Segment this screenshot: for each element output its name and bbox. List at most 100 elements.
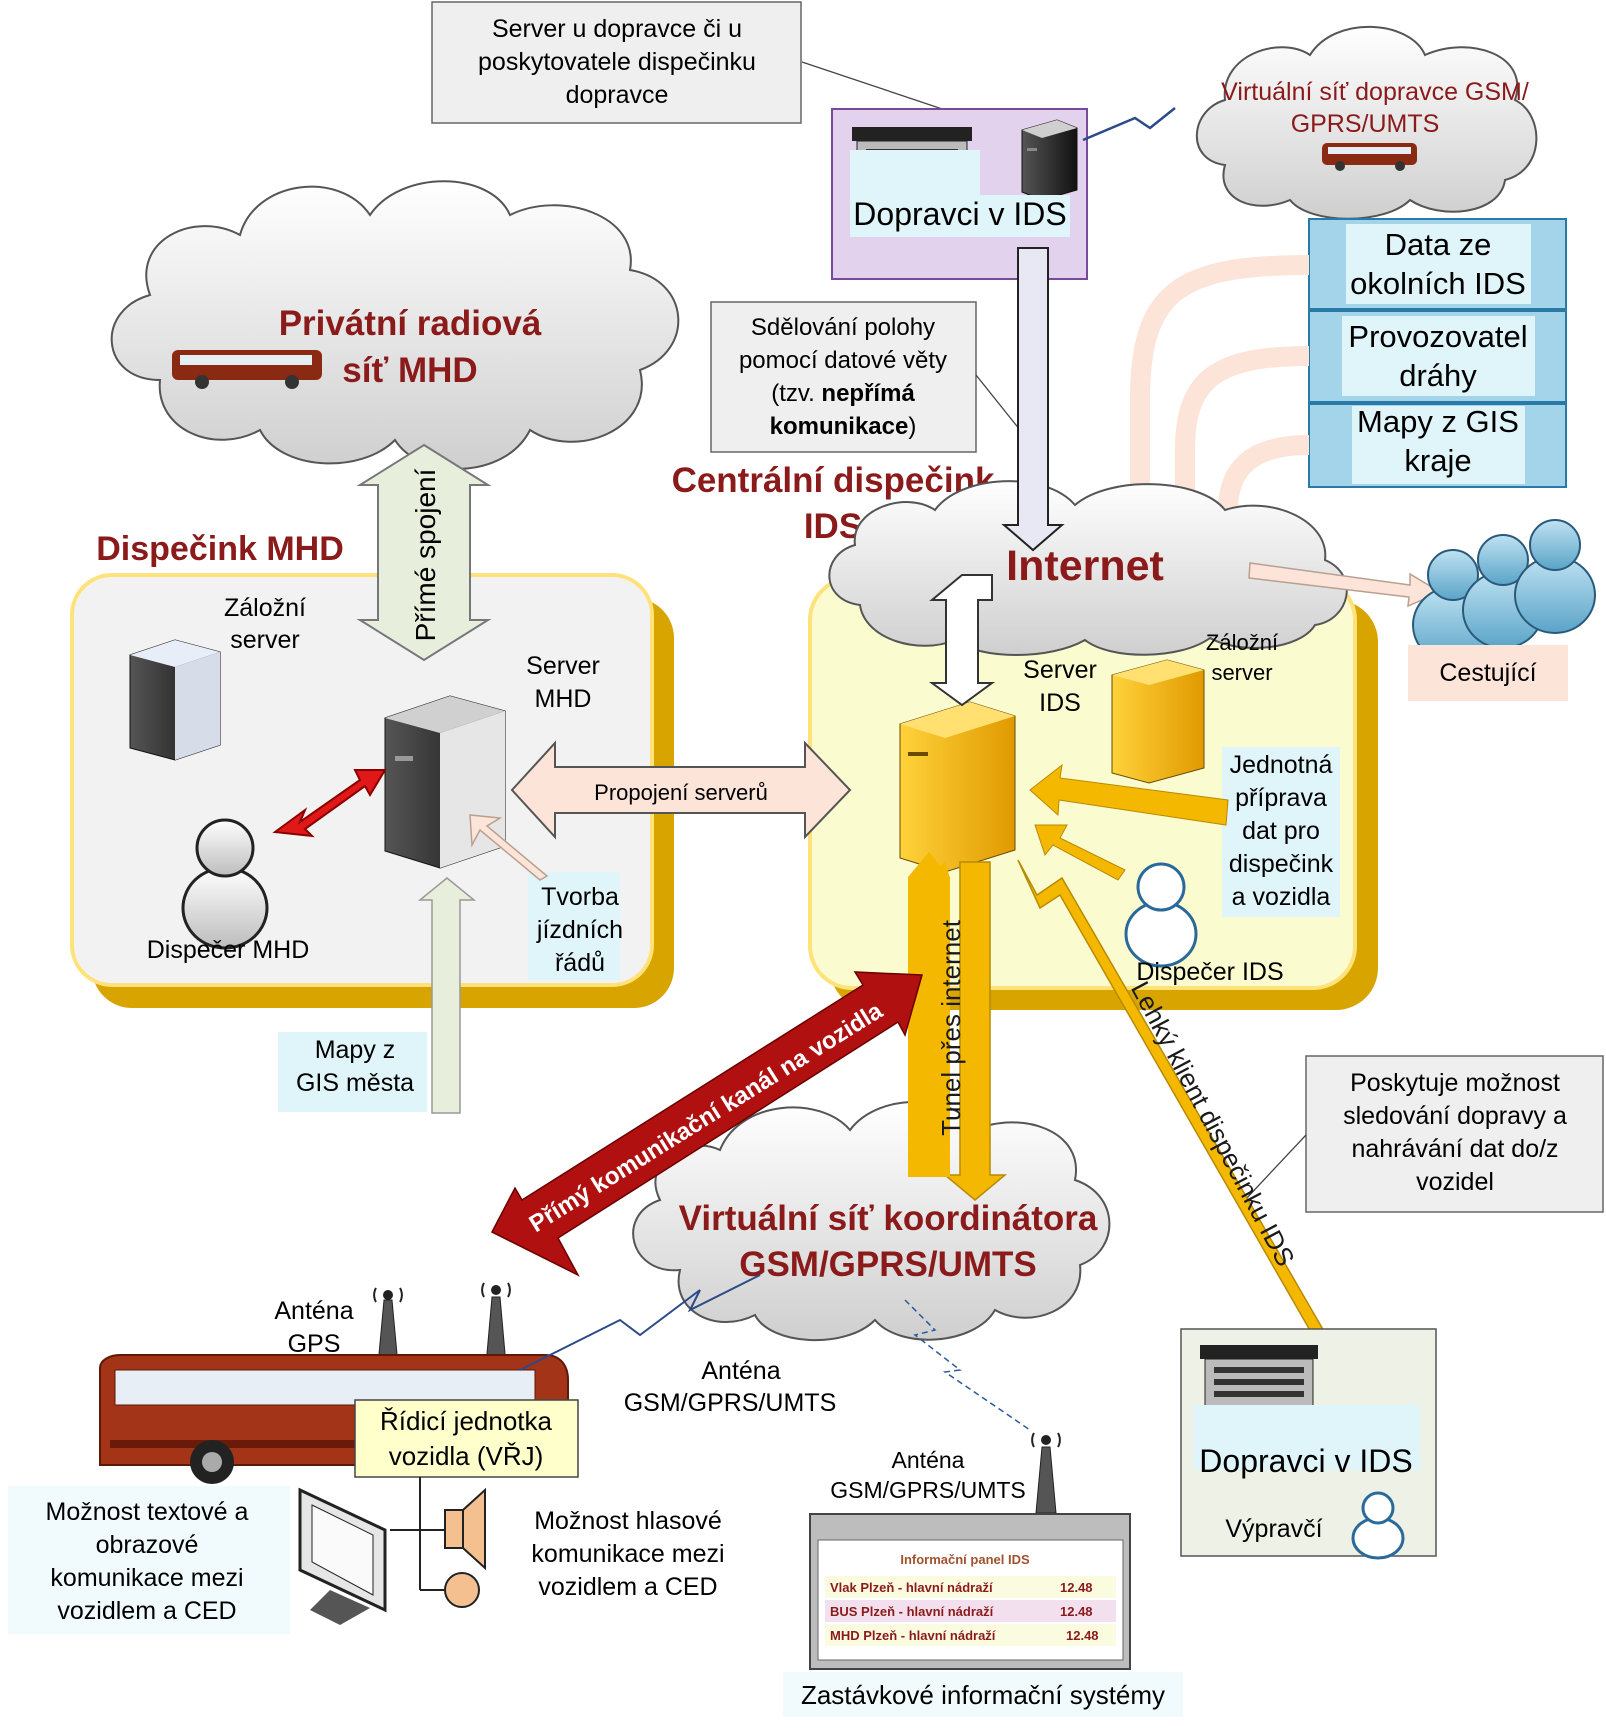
carrier-server-callout: Server u dopravce či u poskytovatele dis… bbox=[431, 1, 1021, 136]
city-maps-line: GIS města bbox=[296, 1069, 414, 1097]
callout-leader bbox=[1244, 1134, 1307, 1201]
data-source-line: Mapy z GIS bbox=[1357, 404, 1519, 439]
server-mhd-icon bbox=[384, 695, 506, 869]
carriers-internet-arrow bbox=[1001, 247, 1065, 552]
coordinator-title-1: Virtuální síť koordinátora bbox=[679, 1199, 1098, 1238]
timetables-line: řádů bbox=[555, 949, 605, 977]
private-radio-title-1: Privátní radiová bbox=[279, 304, 542, 343]
data-source-line: Data ze bbox=[1385, 227, 1492, 262]
building-icon bbox=[1200, 1345, 1318, 1410]
text-comm-line: komunikace mezi bbox=[50, 1564, 243, 1592]
stop-antenna-icon bbox=[1031, 1432, 1061, 1514]
direct-link-arrow: Přímé spojení bbox=[356, 443, 492, 662]
travelers-label: Cestující bbox=[1439, 659, 1536, 687]
microphone-icon bbox=[444, 1572, 480, 1608]
server-ids-label: IDS bbox=[1039, 689, 1081, 717]
carriers-bottom-box: Dopravci v IDS Výpravčí bbox=[1180, 1328, 1437, 1560]
dispatcher-mhd-label: Dispečer MHD bbox=[147, 936, 310, 964]
backup-server-ids-label: server bbox=[1211, 660, 1272, 685]
unified-line: dispečink bbox=[1229, 850, 1334, 878]
callout-line: Poskytuje možnost bbox=[1350, 1069, 1560, 1097]
carriers-top-box: Dopravci v IDS bbox=[831, 108, 1088, 280]
antenna-gps-label: GPS bbox=[288, 1330, 341, 1358]
position-message-callout: Sdělování polohy pomocí datové věty (tzv… bbox=[710, 301, 1041, 456]
travelers-group: Cestující bbox=[1408, 519, 1596, 701]
backup-server-icon bbox=[129, 639, 221, 761]
carriers-bottom-label: Dopravci v IDS bbox=[1199, 1443, 1412, 1479]
wireless-link bbox=[904, 1299, 1031, 1431]
server-ids-label: Server bbox=[1023, 656, 1097, 684]
gsm-antenna-icon bbox=[481, 1282, 511, 1366]
carrier-virtual-cloud: Virtuální síť dopravce GSM/ GPRS/UMTS bbox=[1195, 25, 1538, 220]
unified-line: dat pro bbox=[1242, 817, 1320, 845]
gps-antenna-icon bbox=[373, 1287, 403, 1366]
callout-line: dopravce bbox=[566, 81, 669, 109]
data-source-line: okolních IDS bbox=[1350, 266, 1526, 301]
red-double-arrow bbox=[272, 769, 387, 838]
antenna-gps-label: Anténa bbox=[274, 1297, 353, 1325]
text-comm-line: vozidlem a CED bbox=[57, 1597, 236, 1625]
city-maps-label: Mapy z GIS města bbox=[278, 1032, 427, 1112]
carriers-top-label: Dopravci v IDS bbox=[853, 196, 1066, 232]
server-ids-icon bbox=[899, 701, 1016, 873]
unified-data-label: Jednotná příprava dat pro dispečink a vo… bbox=[1222, 747, 1340, 917]
speaker-icon bbox=[444, 1487, 486, 1571]
data-source-line: dráhy bbox=[1399, 358, 1477, 393]
callout-line: pomocí datové věty bbox=[739, 347, 947, 374]
dispatch-mhd-box: Dispečink MHD Záložní server Server MHD … bbox=[70, 530, 674, 1008]
voice-comm-line: Možnost hlasové bbox=[534, 1507, 722, 1535]
data-sources: Data ze okolních IDS Provozovatel dráhy … bbox=[1123, 218, 1567, 565]
central-title-1: Centrální dispečink bbox=[672, 461, 995, 500]
internet-title: Internet bbox=[1006, 542, 1164, 590]
backup-server-ids-label: Záložní bbox=[1206, 630, 1278, 655]
backup-server-label: server bbox=[230, 626, 299, 654]
tunnel-label: Tunel přes internet bbox=[936, 919, 966, 1136]
callout-line: nahrávání dat do/z bbox=[1351, 1135, 1558, 1163]
panel-time: 12.48 bbox=[1060, 1580, 1093, 1595]
dispatcher-icon bbox=[1351, 1491, 1405, 1560]
city-maps-arrow bbox=[417, 877, 477, 1114]
internet-server-arrow bbox=[928, 574, 996, 707]
coordinator-title-2: GSM/GPRS/UMTS bbox=[739, 1245, 1037, 1284]
private-radio-cloud: Privátní radiová síť MHD bbox=[110, 180, 680, 470]
data-source-line: Provozovatel bbox=[1348, 319, 1527, 354]
vehicle-group: Anténa GPS Řídicí jednotka vozidla (VŘJ)… bbox=[8, 1274, 837, 1634]
antenna-gsm-label: GSM/GPRS/UMTS bbox=[624, 1389, 837, 1417]
text-comm-line: obrazové bbox=[96, 1531, 199, 1559]
data-source-box: Data ze okolních IDS bbox=[1308, 218, 1567, 310]
server-mhd-label: Server bbox=[526, 652, 600, 680]
callout-line: poskytovatele dispečinku bbox=[478, 48, 756, 76]
timetables-line: Tvorba bbox=[541, 883, 619, 911]
carriers-bottom-dispatcher: Výpravčí bbox=[1225, 1515, 1322, 1543]
data-source-box: Mapy z GIS kraje bbox=[1308, 403, 1567, 488]
city-maps-line: Mapy z bbox=[315, 1036, 396, 1064]
vehicle-unit-label: Řídicí jednotka bbox=[380, 1406, 553, 1436]
data-source-line: kraje bbox=[1404, 443, 1471, 478]
direct-link-label: Přímé spojení bbox=[410, 468, 441, 641]
bus-icon bbox=[172, 350, 322, 389]
unified-line: a vozidla bbox=[1232, 883, 1331, 911]
server-mhd-label: MHD bbox=[535, 685, 592, 713]
carrier-virtual-title-1: Virtuální síť dopravce GSM/ bbox=[1221, 78, 1529, 106]
timetables-line: jízdních bbox=[536, 916, 623, 944]
unified-line: příprava bbox=[1235, 784, 1327, 812]
tunnel-arrow: Tunel přes internet bbox=[908, 852, 1008, 1201]
backup-server-ids-icon bbox=[1111, 659, 1205, 784]
person-icon bbox=[1514, 519, 1596, 634]
server-link-label: Propojení serverů bbox=[594, 780, 768, 805]
vehicle-unit-label: vozidla (VŘJ) bbox=[389, 1441, 544, 1471]
panel-route: Vlak Plzeň - hlavní nádraží bbox=[830, 1580, 993, 1595]
callout-line: sledování dopravy a bbox=[1343, 1102, 1567, 1130]
dispatcher-ids-label: Dispečer IDS bbox=[1136, 958, 1283, 986]
wireless-link bbox=[519, 1274, 761, 1371]
panel-time: 12.48 bbox=[1060, 1604, 1093, 1619]
panel-route: MHD Plzeň - hlavní nádraží bbox=[830, 1628, 996, 1643]
dispatcher-ids-icon bbox=[1124, 862, 1198, 968]
voice-comm-line: komunikace mezi bbox=[531, 1540, 724, 1568]
data-source-box: Provozovatel dráhy bbox=[1308, 310, 1567, 403]
backup-server-label: Záložní bbox=[224, 594, 306, 622]
vehicle-unit-box bbox=[354, 1399, 579, 1478]
carrier-virtual-title-2: GPRS/UMTS bbox=[1291, 110, 1440, 138]
panel-route: BUS Plzeň - hlavní nádraží bbox=[830, 1604, 994, 1619]
panel-time: 12.48 bbox=[1066, 1628, 1099, 1643]
